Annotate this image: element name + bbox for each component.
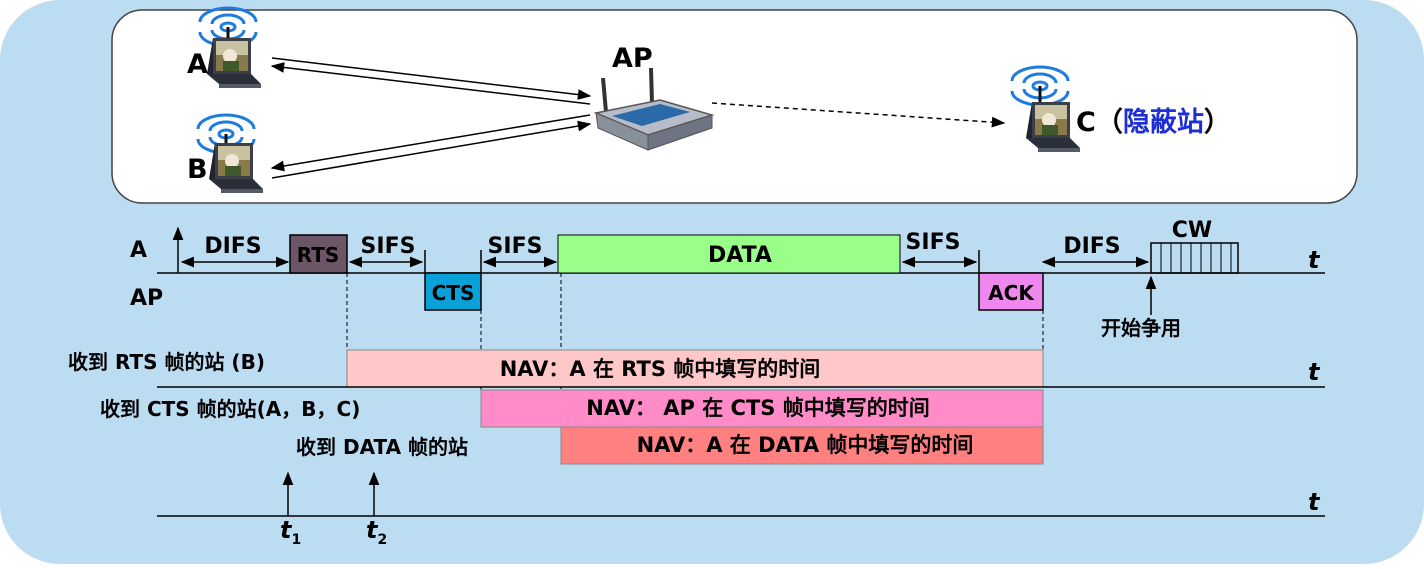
sifs-label: SIFS: [361, 234, 416, 259]
nav-rts-bar-label: NAV：A 在 RTS 帧中填写的时间: [500, 357, 821, 381]
network-topology-box: [111, 9, 1358, 204]
time-axis-label: t: [1308, 246, 1321, 274]
nav-cts-bar-label: NAV： AP 在 CTS 帧中填写的时间: [586, 396, 929, 420]
bottom-timeline: t t1 t2: [157, 471, 1325, 548]
link-b-to-ap: [271, 120, 592, 179]
sifs-label: SIFS: [488, 234, 543, 259]
ap-antenna-right: [649, 67, 654, 105]
link-ap-to-c: [711, 102, 1006, 128]
bottom-time-axis-label: t: [1308, 488, 1321, 516]
link-ap-to-a: [270, 62, 591, 105]
difs-label: DIFS: [204, 234, 261, 259]
nav-data-station-label: 收到 DATA 帧的站: [296, 435, 468, 459]
station-c: C（隐蔽站）: [1010, 65, 1231, 152]
ap-antenna-left: [601, 77, 608, 113]
cw-label: CW: [1172, 218, 1212, 243]
station-a-label: A: [187, 49, 208, 80]
rts-frame: [289, 234, 348, 274]
contention-start-label: 开始争用: [1101, 316, 1181, 340]
row-ap-label: AP: [130, 286, 163, 311]
data-frame: [557, 234, 901, 274]
difs-label: DIFS: [1063, 234, 1120, 259]
row-a-label: A: [130, 238, 147, 263]
ack-label: ACK: [988, 281, 1035, 305]
t1-label: t1: [280, 516, 301, 548]
station-b: B: [187, 113, 263, 193]
hidden-station-label: 隐蔽站: [1123, 107, 1204, 138]
nav-rts-station-label: 收到 RTS 帧的站 (B): [68, 350, 265, 374]
link-ap-to-b: [270, 114, 591, 172]
ack-frame: [978, 272, 1044, 311]
link-a-to-ap: [271, 57, 592, 100]
t2-label: t2: [366, 516, 387, 548]
contention-window: [1150, 242, 1239, 274]
cts-label: CTS: [432, 281, 475, 305]
timeline-a-ap: A AP t DIFS RTS SIFS CTS SIFS DATA SIFS …: [130, 218, 1325, 340]
nav-section: 收到 RTS 帧的站 (B) NAV：A 在 RTS 帧中填写的时间 t 收到 …: [68, 349, 1325, 465]
station-a: A: [187, 6, 261, 88]
access-point: AP: [593, 43, 715, 151]
ap-label: AP: [612, 43, 653, 74]
rts-label: RTS: [297, 243, 340, 267]
nav-time-axis-label: t: [1308, 358, 1321, 386]
nav-rts-bar: [346, 349, 1044, 388]
cts-frame: [424, 272, 482, 311]
station-b-label: B: [187, 154, 208, 185]
nav-data-bar-label: NAV：A 在 DATA 帧中填写的时间: [637, 433, 974, 457]
nav-cts-station-label: 收到 CTS 帧的站(A，B，C): [100, 397, 360, 421]
sifs-label: SIFS: [906, 230, 961, 255]
topology-links: [270, 57, 1006, 179]
nav-data-bar: [560, 426, 1044, 465]
station-c-label: C（隐蔽站）: [1076, 107, 1231, 138]
data-label: DATA: [708, 243, 772, 268]
